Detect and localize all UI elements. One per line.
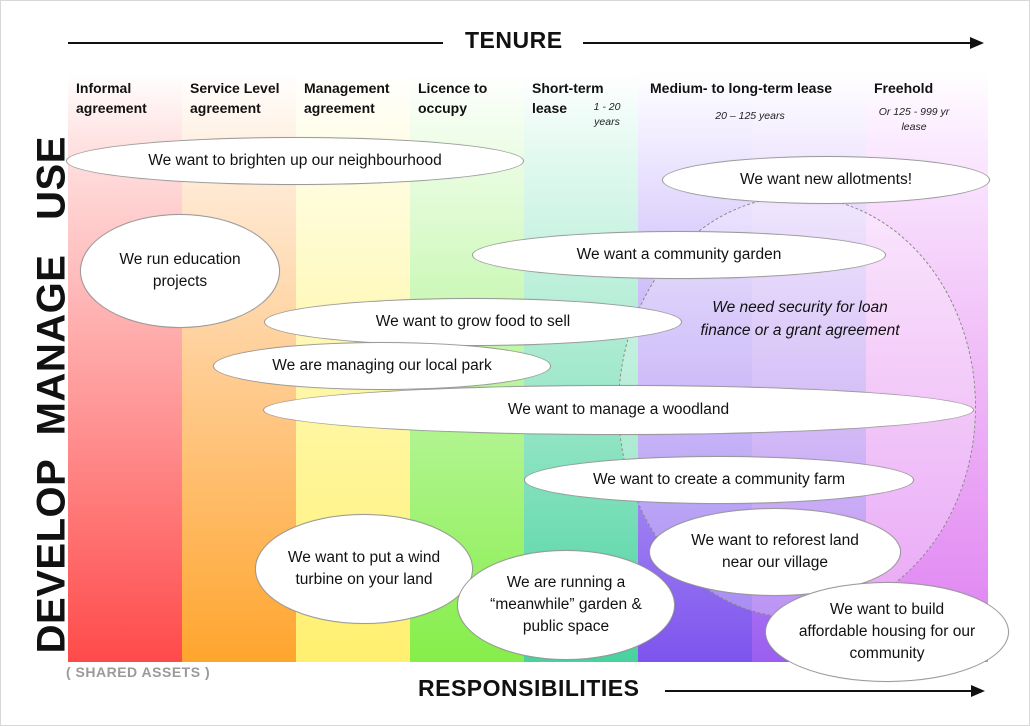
bubble-text: We want a community garden	[576, 246, 782, 263]
bubble-text: We want to create a community farm	[592, 471, 846, 488]
bubble-community-garden: We want a community garden	[472, 231, 886, 279]
shared-assets-logo: ( SHARED ASSETS )	[66, 664, 211, 680]
bubble-text: We want new allotments!	[739, 171, 912, 188]
bubble-woodland: We want to manage a woodland	[263, 385, 974, 435]
bubble-text: We run education projects	[119, 251, 241, 290]
side-label-manage: MANAGE	[29, 254, 74, 436]
side-label-use: USE	[29, 136, 74, 220]
bubble-new-allotments: We want new allotments!	[662, 156, 990, 204]
tenure-arrow-line-right	[583, 42, 973, 44]
bubble-brighten-neighbourhood: We want to brighten up our neighbourhood	[66, 137, 524, 185]
tenure-arrow-head-icon	[970, 37, 984, 49]
column-header-management: Management agreement	[304, 80, 390, 116]
responsibilities-arrow-line	[665, 690, 975, 692]
bubble-education-projects: We run education projects	[80, 214, 280, 328]
responsibilities-arrow-head-icon	[971, 685, 985, 697]
tenure-title: TENURE	[465, 27, 563, 53]
bubble-local-park: We are managing our local park	[213, 342, 551, 390]
tenure-arrow-line-left	[68, 42, 443, 44]
responsibilities-title: RESPONSIBILITIES	[418, 675, 640, 701]
column-header-informal: Informal agreement	[76, 80, 147, 116]
bubble-text: We want to brighten up our neighbourhood	[148, 152, 442, 169]
column-header-service-level: Service Level agreement	[190, 80, 280, 116]
column-header-short-term: Short-term lease	[532, 80, 604, 116]
column-sub-medium-long: 20 – 125 years	[715, 110, 785, 122]
bubble-text: We are managing our local park	[272, 357, 492, 374]
bubble-text: We want to build affordable housing for …	[798, 601, 976, 662]
column-header-licence: Licence to occupy	[418, 80, 488, 116]
bubble-text: We want to manage a woodland	[507, 401, 730, 418]
column-sub-short-term: 1 - 20 years	[593, 101, 621, 128]
bubble-affordable-housing: We want to build affordable housing for …	[765, 582, 1009, 682]
bubble-meanwhile-garden: We are running a “meanwhile” garden & pu…	[457, 550, 675, 660]
side-label-develop: DEVELOP	[29, 458, 74, 654]
bubble-grow-food: We want to grow food to sell	[264, 298, 682, 346]
security-note: We need security for loan finance or a g…	[700, 299, 900, 339]
bubble-text: We want to grow food to sell	[375, 313, 571, 330]
column-header-freehold: Freehold	[874, 80, 934, 96]
bubble-wind-turbine: We want to put a wind turbine on your la…	[255, 514, 473, 624]
bubble-community-farm: We want to create a community farm	[524, 456, 914, 504]
bubble-text: We want to reforest land near our villag…	[691, 532, 859, 571]
bubble-text: We are running a “meanwhile” garden & pu…	[490, 574, 642, 635]
column-sub-freehold: Or 125 - 999 yr lease	[878, 106, 950, 133]
bubble-text: We want to put a wind turbine on your la…	[287, 549, 441, 588]
bubble-reforest: We want to reforest land near our villag…	[649, 508, 901, 596]
column-header-medium-long: Medium- to long-term lease	[650, 80, 833, 96]
